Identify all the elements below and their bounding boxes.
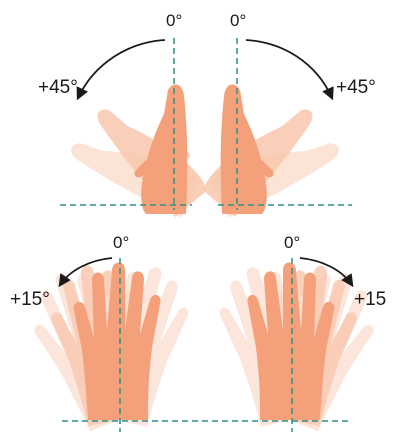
arc-arrow-icon: [78, 40, 165, 98]
top-left-angle-label: +45°: [38, 78, 78, 97]
bottom-left-panel: [18, 256, 197, 436]
top-left-panel: [60, 38, 215, 219]
bottom-left-angle-label: +15°: [10, 290, 50, 309]
arc-arrow-icon: [246, 40, 332, 98]
top-right-panel: [195, 38, 352, 219]
top-right-zero-label: 0°: [230, 12, 246, 29]
bottom-right-panel: [211, 256, 390, 436]
top-left-zero-label: 0°: [166, 12, 182, 29]
bottom-right-zero-label: 0°: [284, 234, 300, 251]
bottom-left-zero-label: 0°: [113, 234, 129, 251]
bottom-right-angle-label: +15: [354, 290, 386, 309]
top-right-angle-label: +45°: [336, 78, 376, 97]
